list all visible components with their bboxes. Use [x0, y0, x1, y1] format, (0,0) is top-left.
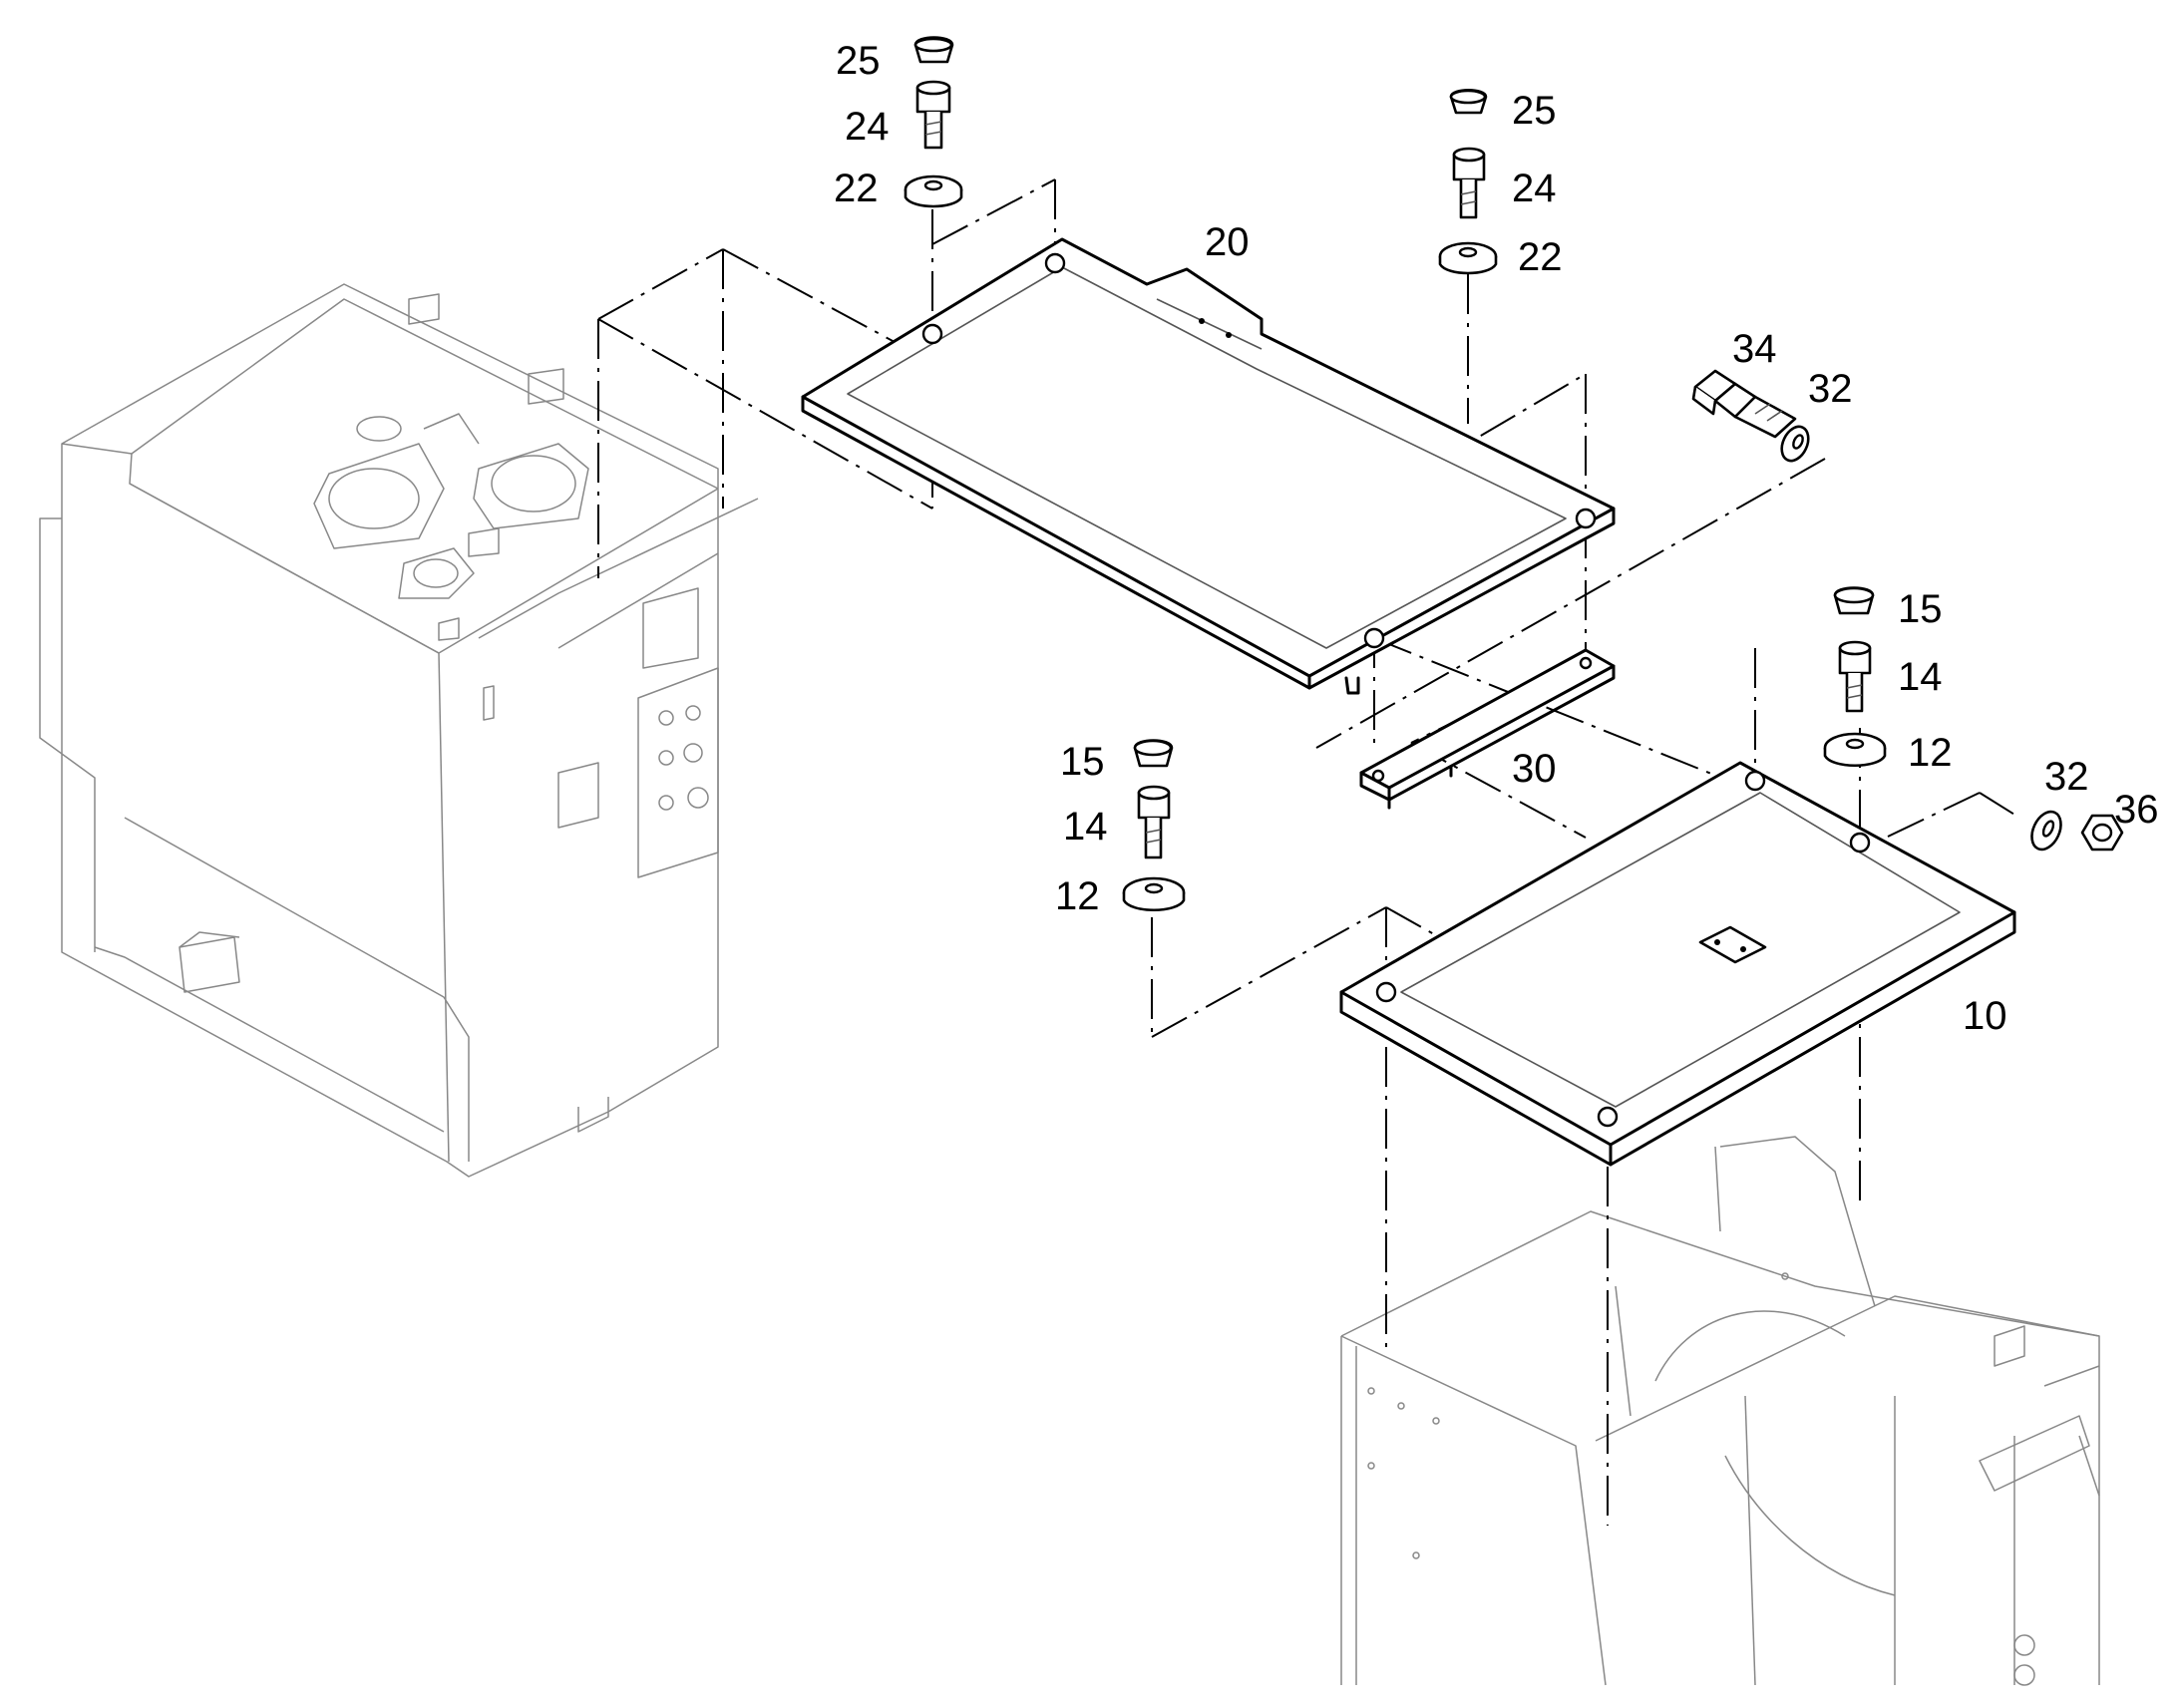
fastener-stack-a — [904, 36, 963, 208]
callout-32-upper: 32 — [1808, 367, 1853, 411]
fastener-stack-d — [1122, 739, 1186, 911]
bolt-34-washer-32 — [1691, 369, 1810, 463]
rail-30 — [1359, 648, 1616, 810]
fastener-stack-b — [1438, 88, 1498, 275]
housing-assembly — [39, 283, 759, 1178]
callout-25-right: 25 — [1512, 89, 1557, 133]
callout-12-right: 12 — [1908, 731, 1953, 775]
cover-plate-20 — [801, 237, 1616, 695]
callout-14-left: 14 — [1063, 805, 1108, 849]
callout-32-lower: 32 — [2044, 755, 2089, 799]
callout-14-right: 14 — [1898, 655, 1943, 699]
callout-36: 36 — [2114, 788, 2159, 832]
callout-25-left: 25 — [836, 39, 881, 83]
machine-frame — [1340, 1136, 2100, 1686]
callout-34: 34 — [1732, 327, 1777, 371]
callout-15-left: 15 — [1060, 740, 1105, 784]
callout-labels: 25 24 22 25 24 22 20 34 32 15 14 12 15 1… — [834, 39, 2159, 1038]
callout-15-right: 15 — [1898, 587, 1943, 631]
callout-30: 30 — [1512, 747, 1557, 791]
callout-22-right: 22 — [1518, 235, 1563, 279]
washer-32-nut-36 — [2030, 810, 2124, 852]
callout-22-left: 22 — [834, 167, 879, 210]
cover-plate-10 — [1339, 761, 2016, 1167]
fastener-stack-c — [1823, 586, 1887, 767]
callout-12-left: 12 — [1055, 874, 1100, 918]
callout-24-left: 24 — [845, 105, 890, 149]
callout-20: 20 — [1205, 220, 1250, 264]
callout-10: 10 — [1963, 994, 2007, 1038]
callout-24-right: 24 — [1512, 167, 1557, 210]
